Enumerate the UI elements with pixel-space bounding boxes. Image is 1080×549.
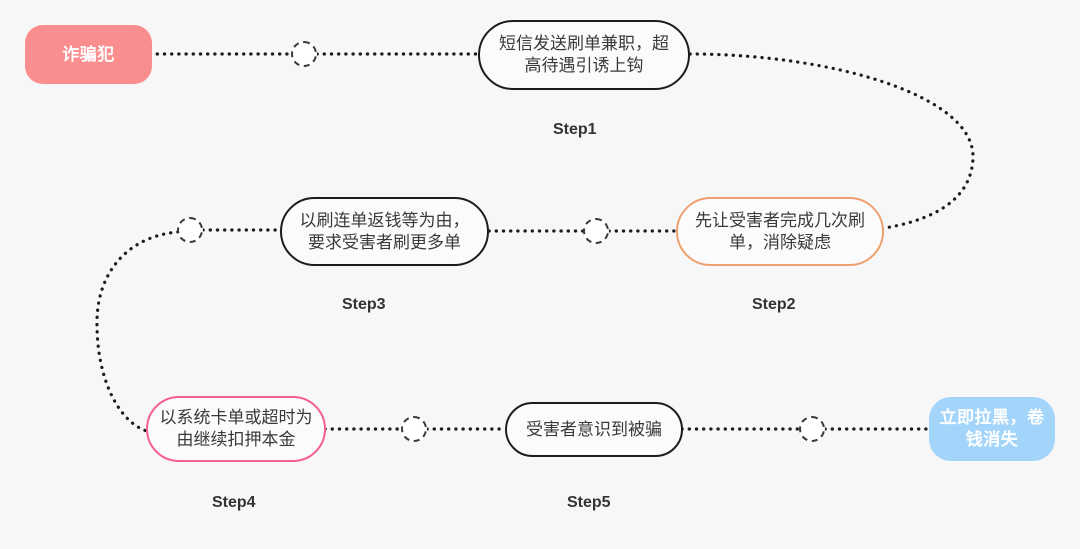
step3-label: Step3 xyxy=(342,296,386,313)
step2-label: Step2 xyxy=(752,296,796,313)
step3-text: 以刷连单返钱等为由， 要求受害者刷更多单 xyxy=(299,210,470,252)
start-node-fraudster[interactable]: 诈骗犯 xyxy=(25,25,152,84)
end-node-label: 立即拉黑，卷 钱消失 xyxy=(939,408,1045,449)
step5-label: Step5 xyxy=(567,494,611,511)
step4-text: 以系统卡单或超时为 由继续扣押本金 xyxy=(159,408,313,449)
step1-label: Step1 xyxy=(553,121,597,138)
connector-hub-c[interactable] xyxy=(177,217,203,243)
step2-node[interactable]: 先让受害者完成几次刷 单，消除疑虑 xyxy=(676,197,884,266)
step4-node[interactable]: 以系统卡单或超时为 由继续扣押本金 xyxy=(146,396,326,462)
step1-text: 短信发送刷单兼职，超 高待遇引诱上钩 xyxy=(499,34,669,75)
step3-node[interactable]: 以刷连单返钱等为由， 要求受害者刷更多单 xyxy=(280,197,489,266)
end-node-blacklist[interactable]: 立即拉黑，卷 钱消失 xyxy=(929,397,1055,461)
step1-node[interactable]: 短信发送刷单兼职，超 高待遇引诱上钩 xyxy=(478,20,690,90)
start-node-label: 诈骗犯 xyxy=(62,44,115,64)
connector-hub-e[interactable] xyxy=(799,416,825,442)
step4-label: Step4 xyxy=(212,494,256,511)
step5-text: 受害者意识到被骗 xyxy=(526,419,662,439)
connector-hub-d[interactable] xyxy=(401,416,427,442)
connector-hub-b[interactable] xyxy=(583,218,609,244)
step2-text: 先让受害者完成几次刷 单，消除疑虑 xyxy=(695,210,865,252)
step5-node[interactable]: 受害者意识到被骗 xyxy=(505,402,683,457)
connector-hub-a[interactable] xyxy=(291,41,317,67)
